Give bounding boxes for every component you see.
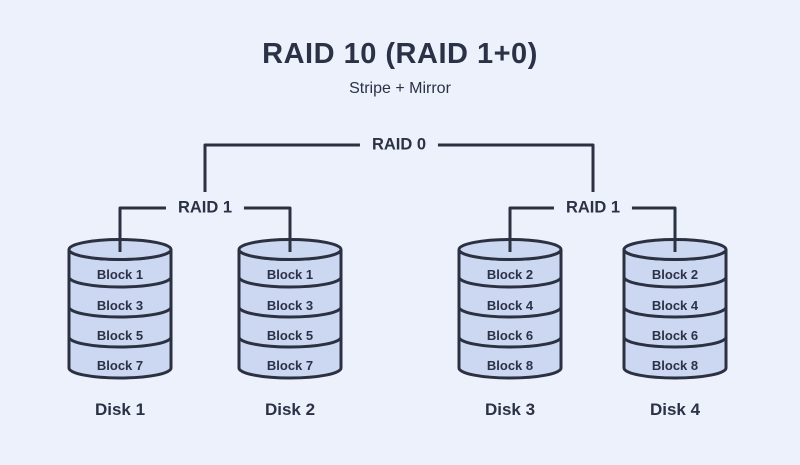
block-label: Block 5 <box>96 328 144 343</box>
disk-label: Disk 2 <box>264 400 316 419</box>
disk-2-group: Block 1 Block 3 Block 5 Block 7 Disk 2 <box>236 236 344 432</box>
disk-label: Disk 1 <box>94 400 146 419</box>
disk-label: Disk 3 <box>484 400 536 419</box>
disk-4-group: Block 2 Block 4 Block 6 Block 8 Disk 4 <box>621 236 729 432</box>
block-label: Block 3 <box>96 298 144 313</box>
block-label: Block 2 <box>651 267 699 282</box>
diagram-title: RAID 10 (RAID 1+0) <box>262 38 538 70</box>
block-label: Block 7 <box>266 358 314 373</box>
block-label: Block 5 <box>266 328 314 343</box>
block-label: Block 4 <box>486 298 534 313</box>
block-label: Block 6 <box>486 328 534 343</box>
block-label: Block 1 <box>96 267 144 282</box>
raid1-right-label: RAID 1 <box>553 197 633 219</box>
block-label: Block 2 <box>486 267 534 282</box>
disk-3-group: Block 2 Block 4 Block 6 Block 8 Disk 3 <box>456 236 564 432</box>
block-label: Block 8 <box>486 358 534 373</box>
block-label: Block 4 <box>651 298 699 313</box>
disk-label: Disk 4 <box>649 400 701 419</box>
raid0-label: RAID 0 <box>359 134 439 156</box>
diagram-subtitle: Stripe + Mirror <box>349 80 451 97</box>
raid1-left-label: RAID 1 <box>165 197 245 219</box>
disk-1-group: Block 1 Block 3 Block 5 Block 7 Disk 1 <box>66 236 174 432</box>
block-label: Block 8 <box>651 358 699 373</box>
block-label: Block 7 <box>96 358 144 373</box>
block-label: Block 3 <box>266 298 314 313</box>
block-label: Block 6 <box>651 328 699 343</box>
block-label: Block 1 <box>266 267 314 282</box>
